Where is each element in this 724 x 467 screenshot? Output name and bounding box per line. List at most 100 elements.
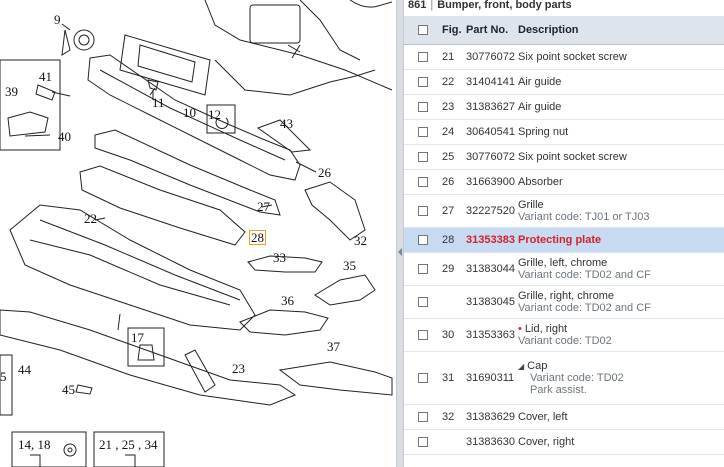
diagram-label-44[interactable]: 44 <box>18 362 31 377</box>
row-checkbox[interactable] <box>418 330 428 341</box>
row-part-no: 31353363 <box>466 318 518 352</box>
row-fig: 29 <box>434 252 466 286</box>
row-marker: • <box>518 323 522 335</box>
diagram-label-26[interactable]: 26 <box>318 165 331 180</box>
row-checkbox[interactable] <box>418 177 428 188</box>
diagram-label-36[interactable]: 36 <box>281 293 294 308</box>
row-checkbox[interactable] <box>418 373 428 384</box>
table-row[interactable]: 27 32227520 Grille Variant code: TJ01 or… <box>404 194 724 228</box>
diagram-label-21-25-34[interactable]: 21 , 25 , 34 <box>99 437 158 452</box>
row-part-no: 30640541 <box>466 119 518 145</box>
collapse-arrow-icon[interactable] <box>398 248 402 256</box>
row-variant: Variant code: TJ01 or TJ03 <box>518 211 650 223</box>
row-description: Spring nut <box>518 119 724 145</box>
diagram-label-11[interactable]: 11 <box>152 95 165 110</box>
diagram-label-32[interactable]: 32 <box>354 233 367 248</box>
row-fig: 26 <box>434 169 466 195</box>
table-row[interactable]: 23 31383627 Air guide <box>404 94 724 120</box>
diagram-label-22[interactable]: 22 <box>84 211 97 226</box>
row-checkbox[interactable] <box>418 52 428 63</box>
row-description: Cover, left <box>518 404 724 430</box>
row-description: Six point socket screw <box>518 144 724 170</box>
diagram-label-45[interactable]: 45 <box>62 382 75 397</box>
diagram-label-27[interactable]: 27 <box>257 199 270 214</box>
row-description: Absorber <box>518 169 724 195</box>
row-checkbox[interactable] <box>418 412 428 423</box>
column-part-no[interactable]: Part No. <box>466 16 518 45</box>
row-part-no: 30776072 <box>466 44 518 70</box>
group-name: Bumper, front, body parts <box>437 0 572 11</box>
diagram-label-23[interactable]: 23 <box>232 361 245 376</box>
group-number: 861 <box>408 0 427 11</box>
row-fig: 23 <box>434 94 466 120</box>
expand-triangle-icon[interactable]: ◢ <box>518 362 525 371</box>
row-description: Grille, left, chrome <box>518 257 608 269</box>
row-description: Lid, right <box>524 323 568 335</box>
table-row[interactable]: 32 31383629 Cover, left <box>404 404 724 430</box>
table-row[interactable]: 22 31404141 Air guide <box>404 69 724 95</box>
row-fig: 31 <box>434 351 466 405</box>
table-row[interactable]: 30 31353363 • Lid, right Variant code: T… <box>404 318 724 352</box>
row-checkbox[interactable] <box>418 235 428 246</box>
table-row[interactable]: 31 31690311 ◢Cap Variant code: TD02 Park… <box>404 351 724 405</box>
diagram-label-37[interactable]: 37 <box>327 339 340 354</box>
row-description: Grille <box>518 199 544 211</box>
row-part-no: 31383630 <box>466 429 518 455</box>
column-description[interactable]: Description <box>518 16 724 45</box>
diagram-label-10[interactable]: 10 <box>183 105 196 120</box>
row-checkbox[interactable] <box>418 102 428 113</box>
group-title: 861|Bumper, front, body parts <box>404 0 640 16</box>
parts-diagram[interactable]: 9 41 39 40 11 10 12 43 26 27 28 32 22 33… <box>0 0 396 467</box>
row-fig: 24 <box>434 119 466 145</box>
diagram-label-33[interactable]: 33 <box>273 250 286 265</box>
diagram-label-17[interactable]: 17 <box>131 330 144 345</box>
table-row[interactable]: 31383630 Cover, right <box>404 429 724 455</box>
row-description: Air guide <box>518 94 724 120</box>
table-row[interactable]: 31383045 Grille, right, chrome Variant c… <box>404 285 724 319</box>
row-fig <box>434 285 466 319</box>
table-row[interactable]: 29 31383044 Grille, left, chrome Variant… <box>404 252 724 286</box>
row-checkbox[interactable] <box>418 127 428 138</box>
diagram-label-40[interactable]: 40 <box>58 129 71 144</box>
table-row[interactable]: 24 30640541 Spring nut <box>404 119 724 145</box>
panel-splitter[interactable] <box>396 0 404 467</box>
diagram-label-41[interactable]: 41 <box>39 69 52 84</box>
row-fig: 28 <box>434 227 466 253</box>
row-variant: Variant code: TD02 and CF <box>518 302 651 314</box>
row-fig: 30 <box>434 318 466 352</box>
row-description: Grille, right, chrome <box>518 290 614 302</box>
diagram-label-39[interactable]: 39 <box>5 84 18 99</box>
row-checkbox[interactable] <box>418 206 428 217</box>
diagram-label-28[interactable]: 28 <box>249 230 266 245</box>
parts-list-panel: 861|Bumper, front, body parts Fig. Part … <box>404 0 724 467</box>
row-checkbox[interactable] <box>418 152 428 163</box>
row-part-no: 31663900 <box>466 169 518 195</box>
row-description-cell: Grille Variant code: TJ01 or TJ03 <box>518 194 724 228</box>
row-checkbox[interactable] <box>418 297 428 308</box>
row-checkbox[interactable] <box>418 77 428 88</box>
row-fig <box>434 429 466 455</box>
diagram-label-5[interactable]: 5 <box>0 369 7 384</box>
row-description-cell: ◢Cap Variant code: TD02 Park assist. <box>518 351 724 405</box>
row-description: Air guide <box>518 69 724 95</box>
row-fig: 21 <box>434 44 466 70</box>
table-row-selected[interactable]: 28 31353383 Protecting plate <box>404 227 724 253</box>
diagram-label-12[interactable]: 12 <box>208 107 221 122</box>
row-part-no: 31383627 <box>466 94 518 120</box>
table-row[interactable]: 21 30776072 Six point socket screw <box>404 44 724 70</box>
row-checkbox[interactable] <box>418 264 428 275</box>
row-fig: 27 <box>434 194 466 228</box>
table-row[interactable]: 26 31663900 Absorber <box>404 169 724 195</box>
diagram-label-9[interactable]: 9 <box>54 12 61 27</box>
row-fig: 32 <box>434 404 466 430</box>
row-description-cell: Grille, left, chrome Variant code: TD02 … <box>518 252 724 286</box>
diagram-label-43[interactable]: 43 <box>280 116 293 131</box>
row-part-no: 31383629 <box>466 404 518 430</box>
diagram-label-35[interactable]: 35 <box>343 258 356 273</box>
diagram-label-14-18[interactable]: 14, 18 <box>18 437 51 452</box>
column-fig[interactable]: Fig. <box>434 16 466 45</box>
row-checkbox[interactable] <box>418 437 428 448</box>
table-row[interactable]: 25 30776072 Six point socket screw <box>404 144 724 170</box>
select-all-cell[interactable] <box>404 16 434 45</box>
select-all-checkbox[interactable] <box>418 25 428 36</box>
